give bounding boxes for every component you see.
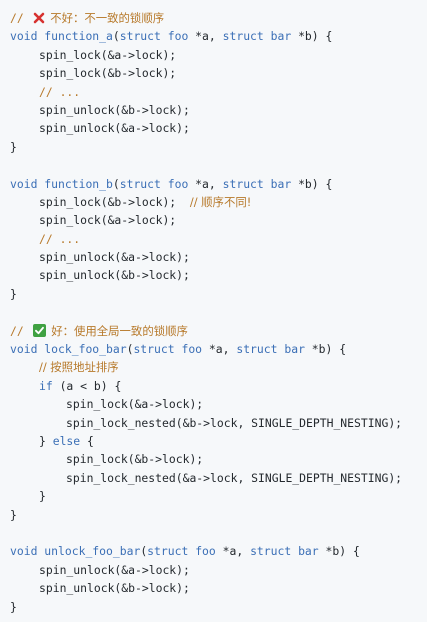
- type-name: bar: [298, 544, 319, 559]
- keyword-if: if: [39, 378, 53, 393]
- comment-text: 好：使用全局一致的锁顺序: [47, 323, 188, 338]
- check-mark-icon: [32, 323, 46, 342]
- keyword-struct: struct: [222, 29, 264, 44]
- punctuation: }: [39, 433, 53, 448]
- code-line: spin_unlock(&b->lock);: [39, 268, 190, 283]
- type-name: foo: [167, 29, 189, 44]
- punctuation: *b) {: [304, 342, 347, 357]
- code-line: spin_lock(&a->lock);: [66, 397, 204, 412]
- comment-prefix: //: [10, 11, 31, 25]
- function-name: function_b: [44, 176, 113, 191]
- keyword-struct: struct: [222, 176, 264, 191]
- cross-mark-icon: [33, 11, 45, 29]
- punctuation: (: [126, 342, 134, 357]
- code-line: spin_lock(&b->lock);: [39, 66, 177, 81]
- keyword-else: else: [52, 433, 81, 448]
- type-name: bar: [270, 176, 292, 191]
- code-line: spin_lock(&a->lock);: [39, 47, 177, 62]
- keyword-void: void: [10, 176, 38, 191]
- type-name: bar: [284, 342, 305, 357]
- type-name: foo: [167, 176, 189, 191]
- keyword-struct: struct: [133, 342, 175, 357]
- function-name: lock_foo_bar: [44, 342, 127, 357]
- punctuation: *b) {: [291, 176, 333, 191]
- code-line: spin_lock(&b->lock);: [66, 452, 204, 467]
- code-line-if: if (a < b) {: [10, 377, 427, 395]
- code-line-close: }: [10, 507, 17, 522]
- punctuation: *a,: [188, 29, 223, 44]
- code-line-signature: void function_b(struct foo *a, struct ba…: [10, 175, 427, 193]
- code-line: spin_lock_nested(&b->lock, SINGLE_DEPTH_…: [66, 415, 403, 430]
- code-line: spin_unlock(&a->lock);: [39, 250, 190, 265]
- punctuation: (: [112, 176, 120, 191]
- function-name: unlock_foo_bar: [44, 544, 141, 559]
- code-line: spin_unlock(&a->lock);: [39, 562, 190, 577]
- keyword-void: void: [10, 342, 38, 357]
- type-name: bar: [270, 29, 292, 44]
- keyword-void: void: [10, 544, 38, 559]
- code-line-signature: void lock_foo_bar(struct foo *a, struct …: [10, 340, 427, 358]
- keyword-struct: struct: [119, 29, 161, 44]
- inline-comment: // 顺序不同!: [189, 194, 252, 209]
- punctuation: *a,: [188, 176, 223, 191]
- code-statement: spin_lock(&b->lock);: [39, 194, 190, 209]
- code-line: spin_lock(&a->lock);: [39, 213, 177, 228]
- keyword-void: void: [10, 29, 38, 44]
- type-name: foo: [195, 544, 216, 559]
- code-line-comment: // ...: [39, 231, 81, 246]
- punctuation: (: [140, 544, 148, 559]
- code-line-comment-bad: // 不好：不一致的锁顺序: [10, 9, 427, 27]
- code-line: spin_unlock(&b->lock);: [39, 102, 190, 117]
- punctuation: *b) {: [291, 29, 333, 44]
- comment-prefix: //: [10, 323, 31, 338]
- code-line-close: }: [39, 489, 46, 504]
- code-line: spin_unlock(&b->lock);: [39, 581, 190, 596]
- code-condition: (a < b) {: [52, 378, 122, 393]
- code-line-close: }: [10, 286, 17, 301]
- keyword-struct: struct: [250, 544, 292, 559]
- code-line: spin_unlock(&a->lock);: [39, 121, 190, 136]
- keyword-struct: struct: [147, 544, 189, 559]
- code-line-comment: // 按照地址排序: [39, 360, 119, 375]
- keyword-struct: struct: [119, 176, 161, 191]
- code-line-comment-good: // 好：使用全局一致的锁顺序: [10, 322, 427, 340]
- code-line-comment: // ...: [39, 84, 81, 99]
- code-line: spin_lock_nested(&a->lock, SINGLE_DEPTH_…: [66, 470, 403, 485]
- blank-line: [10, 303, 427, 321]
- punctuation: *a,: [215, 544, 251, 559]
- type-name: foo: [181, 342, 203, 357]
- function-name: function_a: [44, 29, 113, 44]
- code-line: spin_lock(&b->lock); // 顺序不同!: [10, 193, 427, 211]
- punctuation: (: [112, 29, 120, 44]
- code-line-else: } else {: [10, 432, 427, 450]
- code-line-close: }: [10, 139, 17, 154]
- punctuation: {: [80, 433, 94, 448]
- blank-line: [10, 156, 427, 174]
- punctuation: *b) {: [318, 544, 360, 559]
- punctuation: *a,: [202, 342, 237, 357]
- blank-line: [10, 524, 427, 542]
- code-line-signature: void function_a(struct foo *a, struct ba…: [10, 27, 427, 45]
- code-line-signature: void unlock_foo_bar(struct foo *a, struc…: [10, 542, 427, 560]
- code-line-close: }: [10, 599, 17, 614]
- comment-text: 不好：不一致的锁顺序: [46, 11, 165, 25]
- keyword-struct: struct: [236, 342, 278, 357]
